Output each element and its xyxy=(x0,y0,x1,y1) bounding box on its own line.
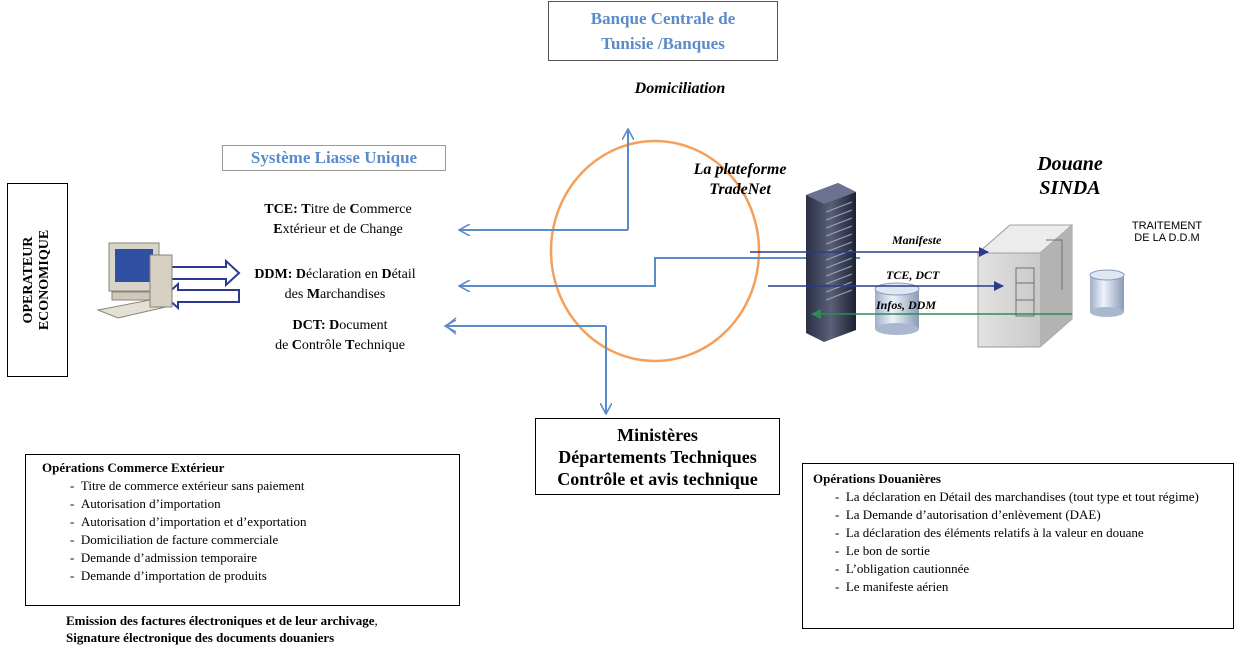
computer-icon xyxy=(96,242,173,319)
tce-t2b: C xyxy=(349,202,360,217)
label-infos-ddm: Infos, DDM xyxy=(876,298,937,312)
plateforme-label: La plateforme TradeNet xyxy=(665,160,815,200)
commerce-list: Titre de commerce extérieur sans paiemen… xyxy=(36,477,449,585)
tce-t3b: E xyxy=(273,222,283,237)
plateforme-line2: TradeNet xyxy=(709,181,771,198)
emission-line2: Signature électronique des documents dou… xyxy=(66,630,335,645)
banque-line1: Banque Centrale de xyxy=(590,9,736,28)
ddm-t2: étail xyxy=(391,267,416,282)
systeme-label: Système Liasse Unique xyxy=(250,148,418,167)
tce-t3: xtérieur et de Change xyxy=(282,222,403,237)
banque-line2: Tunisie /Banques xyxy=(601,34,725,53)
ddm-block: DDM: Déclaration en Détail des Marchandi… xyxy=(225,265,445,305)
server-tower-icon xyxy=(806,183,856,342)
customs-server-icon xyxy=(976,224,1074,348)
database-right-icon xyxy=(1089,269,1125,317)
ddm-t3: des xyxy=(284,287,307,302)
list-item: La déclaration en Détail des marchandise… xyxy=(825,488,1223,506)
list-item: Le manifeste aérien xyxy=(825,578,1223,596)
list-item: L’obligation cautionnée xyxy=(825,560,1223,578)
douanieres-box: Opérations Douanières La déclaration en … xyxy=(802,463,1234,629)
label-manifeste: Manifeste xyxy=(892,233,942,247)
ddm-t4b: M xyxy=(306,287,321,302)
emission-note: Emission des factures électroniques et d… xyxy=(66,612,506,646)
systeme-liasse-box: Système Liasse Unique xyxy=(222,145,446,171)
emission-comma: , xyxy=(374,613,378,628)
tce-abbr: TCE: xyxy=(264,202,298,217)
emission-line1: Emission des factures électroniques et d… xyxy=(66,613,375,628)
dct-t1b: D xyxy=(329,318,340,333)
tce-t1b: T xyxy=(301,202,311,217)
tce-block: TCE: Titre de Commerce Extérieur et de C… xyxy=(238,200,438,240)
operateur-box: OPERATEUR ECONOMIQUE xyxy=(7,183,68,377)
traitement-line1: TRAITEMENT xyxy=(1131,220,1203,232)
dct-t2: de xyxy=(275,338,292,353)
arrow-to-dct-head xyxy=(444,317,457,335)
operateur-line1: OPERATEUR xyxy=(21,236,37,324)
list-item: Demande d’admission temporaire xyxy=(60,549,449,567)
traitement-label: TRAITEMENT DE LA D.D.M xyxy=(1112,220,1222,244)
ministeres-line1: Ministères xyxy=(617,424,698,445)
list-item: La déclaration des éléments relatifs à l… xyxy=(825,524,1223,542)
dct-block: DCT: Document de Contrôle Technique xyxy=(240,316,440,356)
douane-line1: Douane xyxy=(1037,153,1103,175)
label-tce-dct: TCE, DCT xyxy=(886,268,940,282)
dct-t3b: C xyxy=(291,338,302,353)
list-item: Le bon de sortie xyxy=(825,542,1223,560)
ddm-t4: archandises xyxy=(320,287,386,302)
tce-t2: ommerce xyxy=(359,202,412,217)
list-item: Demande d’importation de produits xyxy=(60,567,449,585)
douanieres-title: Opérations Douanières xyxy=(813,471,941,486)
domiciliation-label: Domiciliation xyxy=(634,80,726,97)
ministeres-line2: Départements Techniques xyxy=(558,446,757,467)
computer-arrows xyxy=(163,258,241,311)
douane-line2: SINDA xyxy=(1039,177,1101,198)
list-item: La Demande d’autorisation d’enlèvement (… xyxy=(825,506,1223,524)
ddm-t2b: D xyxy=(381,267,392,282)
operateur-label: OPERATEUR ECONOMIQUE xyxy=(22,230,54,330)
commerce-box: Opérations Commerce Extérieur Titre de c… xyxy=(25,454,460,606)
list-item: Domiciliation de facture commerciale xyxy=(60,531,449,549)
list-item: Autorisation d’importation xyxy=(60,495,449,513)
douane-label: Douane SINDA xyxy=(1010,152,1130,198)
ddm-t1: éclaration en xyxy=(306,267,382,282)
commerce-title: Opérations Commerce Extérieur xyxy=(42,460,225,475)
dct-t4b: T xyxy=(345,338,355,353)
ddm-abbr: DDM: xyxy=(254,267,293,282)
arrow-to-ddm xyxy=(460,257,860,286)
tce-t1: itre de xyxy=(310,202,350,217)
tradenet-circle xyxy=(549,139,761,363)
traitement-line2: DE LA D.D.M xyxy=(1134,232,1200,244)
operateur-line2: ECONOMIQUE xyxy=(37,229,53,331)
list-item: Autorisation d’importation et d’exportat… xyxy=(60,513,449,531)
douanieres-list: La déclaration en Détail des marchandise… xyxy=(813,488,1223,596)
ministeres-box: Ministères Départements Techniques Contr… xyxy=(535,418,780,495)
banque-centrale-box: Banque Centrale de Tunisie /Banques xyxy=(548,1,778,61)
dct-abbr: DCT: xyxy=(292,318,326,333)
plateforme-line1: La plateforme xyxy=(693,161,787,178)
ddm-t1b: D xyxy=(295,267,307,282)
dct-t3: ontrôle xyxy=(301,338,346,353)
dct-t4: echnique xyxy=(354,338,405,353)
dct-t1: ocument xyxy=(339,318,388,333)
ministeres-line3: Contrôle et avis technique xyxy=(557,468,758,489)
list-item: Titre de commerce extérieur sans paiemen… xyxy=(60,477,449,495)
